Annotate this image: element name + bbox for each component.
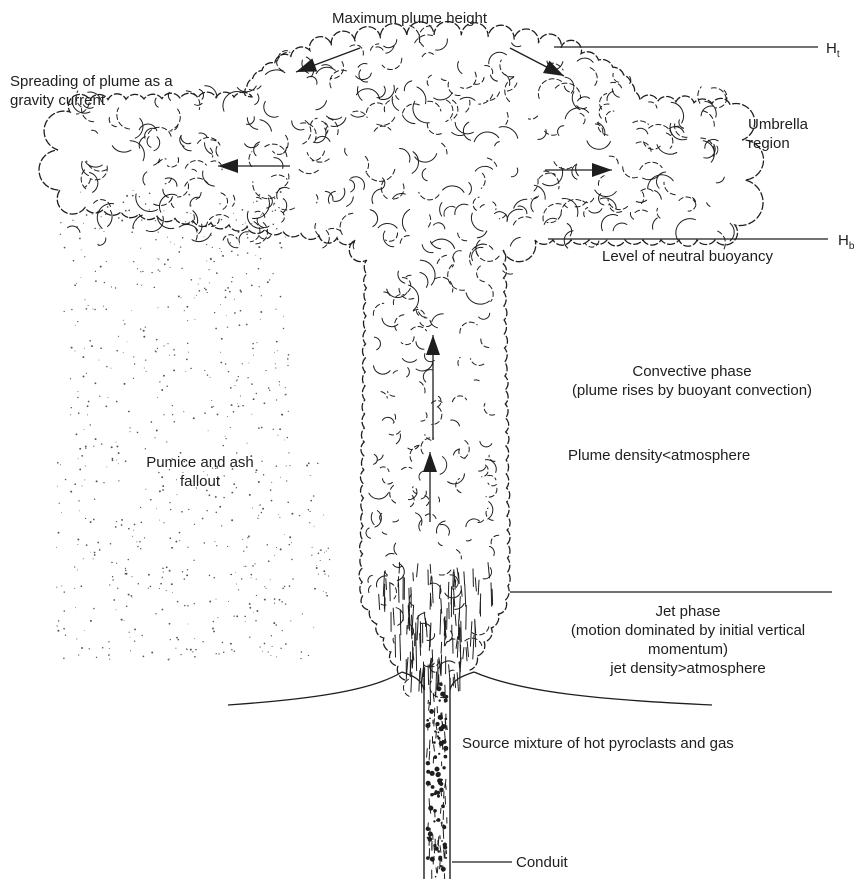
hb-label-subscript: b — [849, 241, 855, 252]
convective-phase-label: Convective phase (plume rises by buoyant… — [522, 362, 862, 400]
ht-label: Ht — [826, 39, 840, 58]
pumice-ash-fallout-label: Pumice and ash fallout — [110, 453, 290, 491]
jet-phase-label: Jet phase (motion dominated by initial v… — [510, 602, 866, 678]
hb-label: Hb — [838, 231, 854, 250]
umbrella-label-line-1: Umbrella — [748, 115, 808, 134]
jet-label-line-4: jet density>atmosphere — [510, 659, 866, 678]
spread-arrow-left — [218, 159, 290, 173]
convective-label-line-1: Convective phase — [522, 362, 862, 381]
fallout-label-line-2: fallout — [110, 472, 290, 491]
volcanic-conduit — [402, 672, 474, 879]
ht-label-subscript: t — [837, 49, 840, 60]
hb-label-main: H — [838, 232, 849, 249]
flow-arrows — [218, 48, 612, 522]
plume-density-label: Plume density<atmosphere — [568, 446, 750, 465]
spreading-label: Spreading of plume as a gravity current — [10, 72, 173, 110]
ash-fallout-stipple — [56, 190, 330, 660]
jet-label-line-2: (motion dominated by initial vertical — [510, 621, 866, 640]
jet-label-line-1: Jet phase — [510, 602, 866, 621]
neutral-buoyancy-label: Level of neutral buoyancy — [602, 247, 773, 266]
spreading-label-line-1: Spreading of plume as a — [10, 72, 173, 91]
spread-arrow-right — [545, 163, 612, 177]
conduit-label: Conduit — [516, 853, 568, 872]
jet-label-line-3: momentum) — [510, 640, 866, 659]
rise-arrow-upper — [426, 335, 440, 440]
umbrella-label-line-2: region — [748, 134, 808, 153]
source-mixture-label: Source mixture of hot pyroclasts and gas — [462, 734, 734, 753]
umbrella-region-label: Umbrella region — [748, 115, 808, 153]
convective-label-line-2: (plume rises by buoyant convection) — [522, 381, 862, 400]
maximum-plume-height-label: Maximum plume height — [332, 9, 487, 28]
rise-arrow-lower — [423, 452, 437, 522]
spreading-label-line-2: gravity current — [10, 91, 173, 110]
ht-label-main: H — [826, 40, 837, 57]
ground-line-left — [228, 672, 402, 705]
fallout-label-line-1: Pumice and ash — [110, 453, 290, 472]
spread-arrow-top-right — [510, 48, 564, 76]
spread-arrow-top-left — [296, 48, 360, 72]
